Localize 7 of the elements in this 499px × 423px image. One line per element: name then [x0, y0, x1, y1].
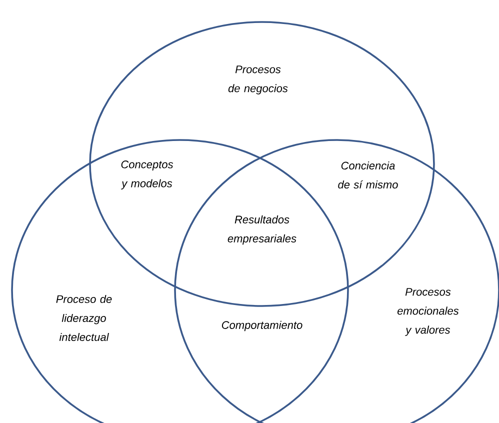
overlap-label: Conceptos y modelos	[121, 160, 174, 190]
region-label: Procesos emocionales y valores	[398, 288, 459, 336]
overlap-label: Conciencia de sí mismo	[338, 161, 398, 189]
overlap-label: Comportamiento	[222, 320, 302, 332]
region-label: Procesos de negocios	[228, 66, 288, 94]
overlap-label: Resultados empresariales	[228, 215, 296, 245]
region-label: Proceso de liderazgo intelectual	[56, 294, 112, 342]
